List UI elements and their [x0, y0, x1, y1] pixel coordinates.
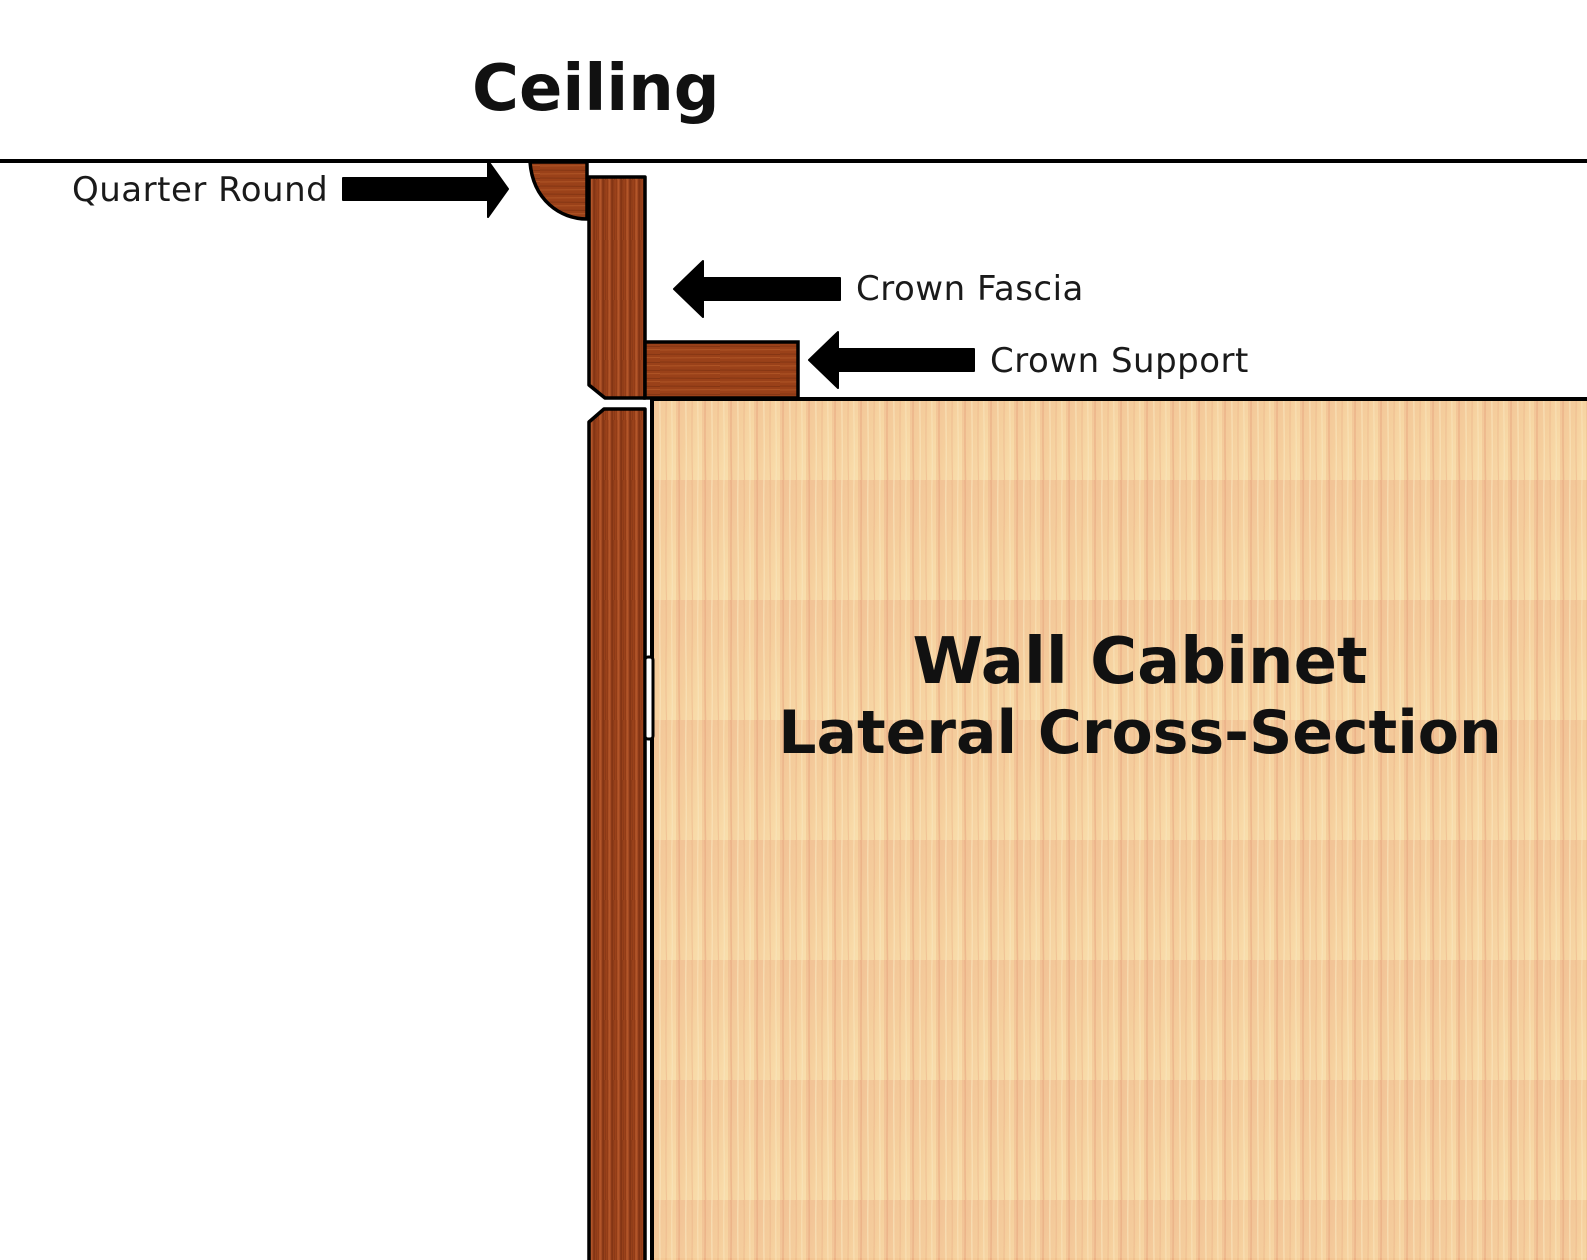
hinge: [643, 655, 655, 741]
crown-fascia: [587, 175, 647, 400]
quarter-round-arrow: [342, 160, 509, 218]
crown-fascia-label: Crown Fascia: [856, 269, 1084, 309]
cabinet-label-line1: Wall Cabinet: [912, 625, 1367, 699]
crown-support-label: Crown Support: [990, 341, 1249, 381]
crown-fascia-arrow: [673, 260, 841, 318]
crown-support-arrow: [808, 331, 975, 389]
wall-cabinet-panel: [650, 397, 1587, 1260]
cabinet-door: [587, 407, 647, 1260]
cabinet-label-line2: Lateral Cross-Section: [778, 698, 1501, 768]
quarter-round-label: Quarter Round: [72, 170, 328, 210]
ceiling-title: Ceiling: [472, 52, 720, 126]
cabinet-highlight: [654, 401, 1587, 1258]
quarter-round-molding: [528, 160, 589, 221]
crown-support: [643, 340, 800, 400]
